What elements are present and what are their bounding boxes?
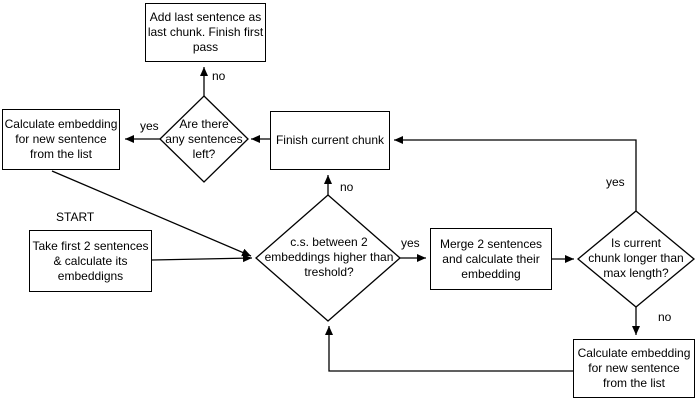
decision-cs-threshold-shape xyxy=(255,194,401,322)
edge-calc-left-to-cs-threshold xyxy=(51,170,252,257)
node-finish-chunk: Finish current chunk xyxy=(270,111,390,170)
node-merge-sentences: Merge 2 sentences and calculate their em… xyxy=(430,228,552,290)
edge-take-first-to-cs-threshold xyxy=(151,254,253,263)
decision-sentences-left-shape xyxy=(159,95,249,183)
edge-label-yes-cs-threshold: yes xyxy=(401,236,420,250)
edge-label-no-chunk-length: no xyxy=(658,310,672,324)
start-label: START xyxy=(56,210,95,224)
node-take-first-sentences: Take first 2 sentences & calculate its e… xyxy=(29,230,152,292)
edge-label-yes-sentences-left: yes xyxy=(140,119,159,133)
node-add-last-chunk: Add last sentence as last chunk. Finish … xyxy=(145,3,266,62)
edge-label-no-cs-threshold: no xyxy=(340,180,354,194)
node-calc-embedding-left: Calculate embedding for new sentence fro… xyxy=(2,109,120,170)
edge-label-no-sentences-left: no xyxy=(212,69,226,83)
edge-chunk-length-yes-to-finish-chunk xyxy=(394,136,637,211)
node-calc-embedding-right: Calculate embedding for new sentence fro… xyxy=(573,339,695,398)
edge-label-yes-chunk-length: yes xyxy=(606,175,625,189)
decision-chunk-length-shape xyxy=(576,210,696,308)
edge-calc-right-to-cs-threshold xyxy=(325,326,573,372)
